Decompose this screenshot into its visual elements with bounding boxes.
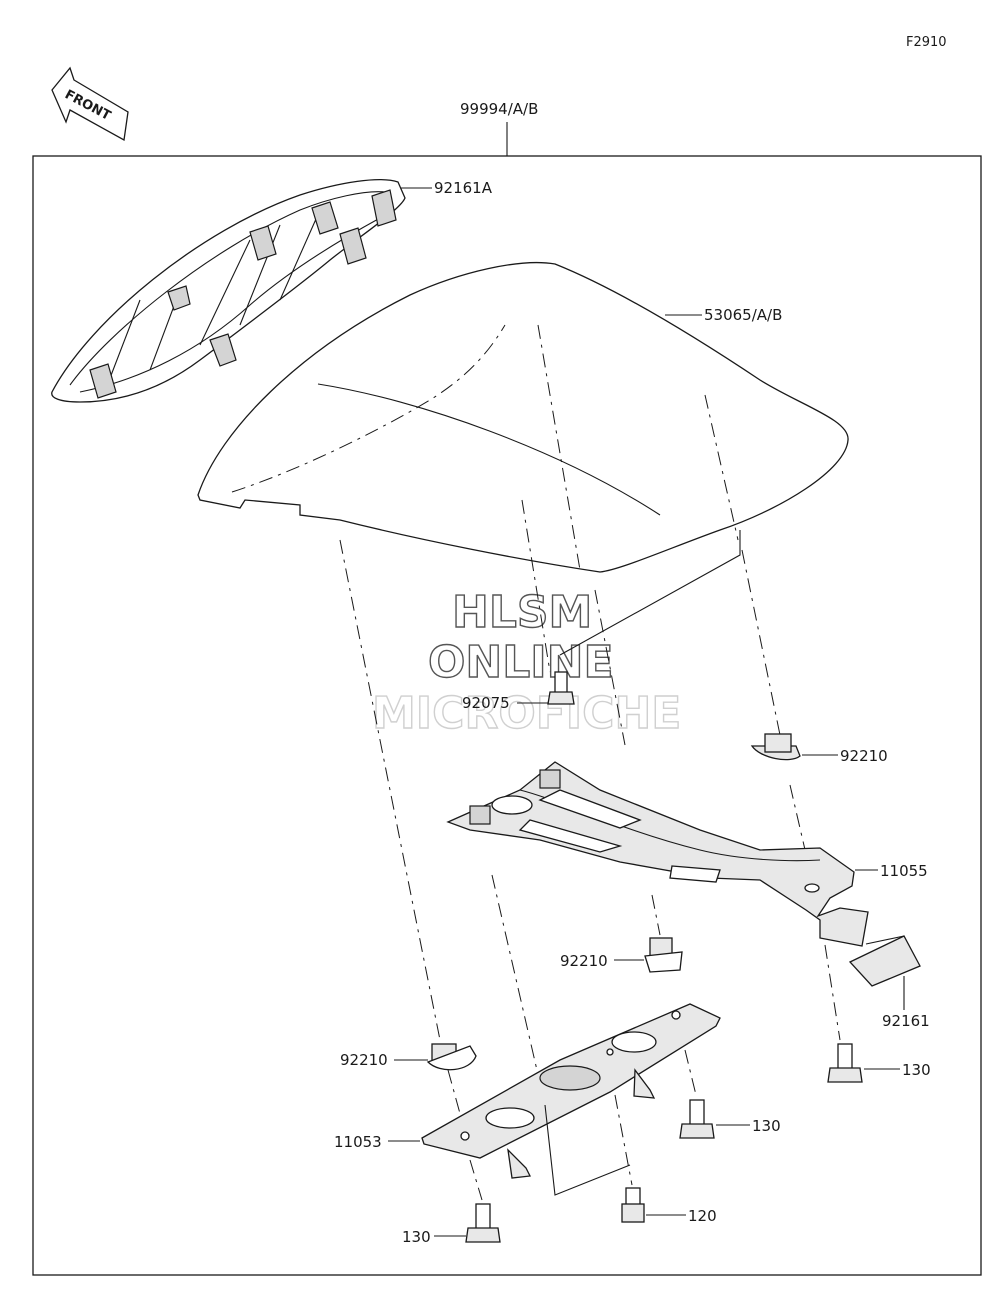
assembly-line-5 xyxy=(741,549,781,736)
label-120: 120 xyxy=(688,1207,717,1225)
label-11053: 11053 xyxy=(334,1133,382,1151)
figure-code: F2910 xyxy=(906,35,947,50)
part-11055-bracket xyxy=(446,761,869,947)
link-line xyxy=(559,530,741,656)
part-120-bolt xyxy=(621,1187,645,1223)
assembly-line-14 xyxy=(469,1159,483,1201)
watermark-line1: HLSM xyxy=(452,587,592,638)
part-92210-nut-upper xyxy=(750,733,801,761)
label-92075: 92075 xyxy=(462,694,510,712)
watermark: HLSM ONLINE MICROFICHE xyxy=(371,586,682,739)
label-assembly: 99994/A/B xyxy=(460,100,538,118)
part-130-bolt-bottom xyxy=(465,1203,501,1243)
front-arrow-icon: FRONT xyxy=(51,66,129,142)
part-92210-nut-lower xyxy=(426,1043,477,1071)
assembly-line-1 xyxy=(339,539,441,1041)
part-92210-nut-middle xyxy=(644,937,683,973)
watermark-line2: ONLINE xyxy=(428,637,614,688)
assembly-line-3 xyxy=(594,589,626,746)
watermark-line3: MICROFICHE xyxy=(372,688,681,739)
part-11053-plate xyxy=(421,1003,721,1179)
assembly-line-13 xyxy=(614,1094,633,1186)
bottom-bracket-line xyxy=(544,1104,631,1196)
assembly-line-11 xyxy=(824,944,841,1041)
part-53065-seat-cover xyxy=(197,261,849,573)
part-92161-cushion xyxy=(848,935,921,987)
assembly-line-6 xyxy=(521,499,551,673)
label-130-bottom: 130 xyxy=(402,1228,431,1246)
assembly-line-4 xyxy=(704,394,739,541)
label-92210-middle: 92210 xyxy=(560,952,608,970)
label-92210-lower: 92210 xyxy=(340,1051,388,1069)
label-130-middle: 130 xyxy=(752,1117,781,1135)
part-130-bolt-middle xyxy=(679,1099,715,1139)
label-92161A: 92161A xyxy=(434,179,493,197)
part-130-bolt-right xyxy=(827,1043,863,1083)
label-92210-upper: 92210 xyxy=(840,747,888,765)
label-92161: 92161 xyxy=(882,1012,930,1030)
part-92161A-frame xyxy=(51,179,406,403)
label-53065: 53065/A/B xyxy=(704,306,782,324)
part-92075-bolt xyxy=(547,671,575,705)
assembly-frame xyxy=(32,155,982,1276)
assembly-line-8 xyxy=(491,874,546,1106)
label-11055: 11055 xyxy=(880,862,928,880)
label-130-right: 130 xyxy=(902,1061,931,1079)
assembly-line-2 xyxy=(537,324,581,571)
assembly-line-9 xyxy=(651,894,661,936)
assembly-line-12 xyxy=(684,1049,697,1096)
